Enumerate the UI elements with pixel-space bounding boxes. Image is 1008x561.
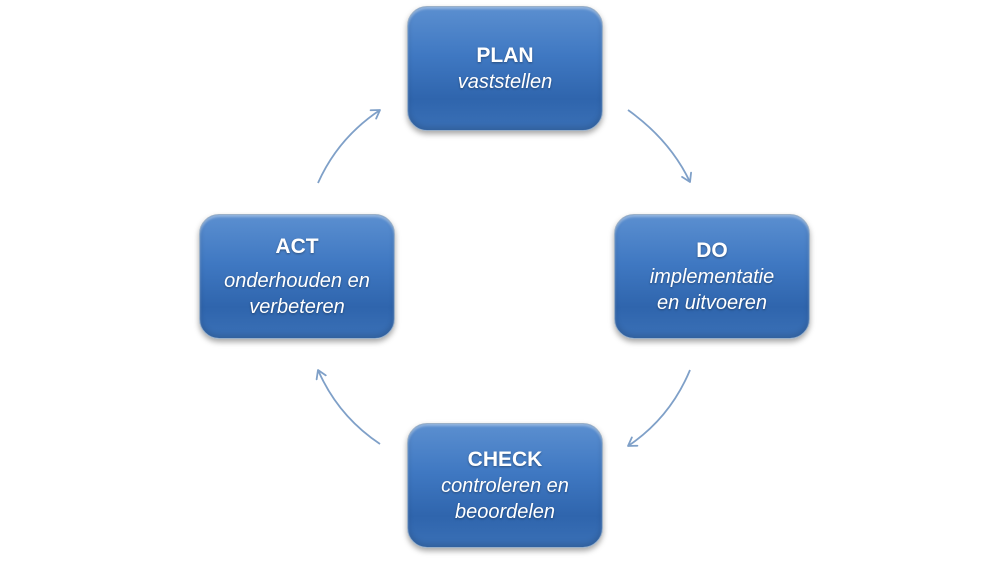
do-description-line-2: en uitvoeren	[656, 291, 768, 314]
check-description-line-2: beoordelen	[454, 500, 556, 523]
arrow-plan-to-do	[627, 109, 692, 183]
arrow-do-to-check	[627, 369, 691, 447]
do-box: DO implementatie en uitvoeren	[614, 214, 810, 339]
plan-box: PLAN vaststellen	[407, 6, 603, 131]
act-box: ACT onderhouden en verbeteren	[199, 214, 395, 339]
check-title: CHECK	[467, 447, 543, 471]
check-box: CHECK controleren en beoordelen	[407, 423, 603, 548]
arrow-act-to-plan	[317, 109, 381, 184]
do-description-line-1: implementatie	[649, 265, 775, 288]
do-title: DO	[696, 238, 728, 262]
arrow-check-to-act	[315, 369, 381, 445]
plan-description: vaststellen	[457, 70, 553, 93]
act-description-line-1: onderhouden en	[224, 269, 370, 292]
plan-title: PLAN	[476, 43, 534, 67]
act-description-line-2: verbeteren	[249, 295, 345, 318]
check-description-line-1: controleren en	[441, 474, 569, 497]
act-title: ACT	[275, 234, 319, 258]
